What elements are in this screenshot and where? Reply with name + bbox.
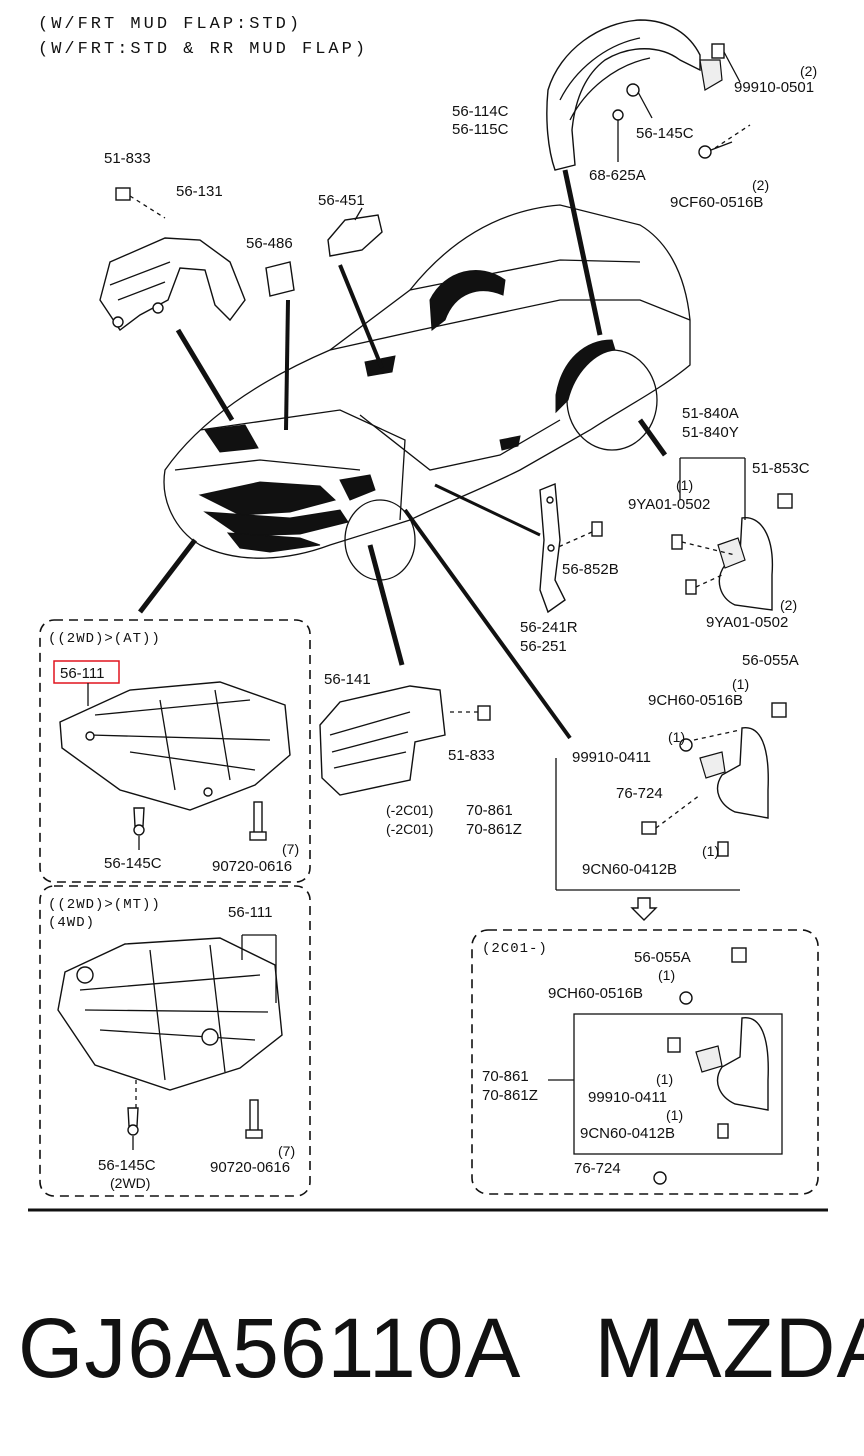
label-56-111-b: 56-111 xyxy=(228,904,272,921)
qty-99910-0501: (2) xyxy=(800,63,817,79)
label-9YA01-0502-a: 9YA01-0502 xyxy=(628,496,710,513)
qty-90720-b: (7) xyxy=(278,1143,295,1159)
box3-header: (2C01-) xyxy=(482,941,548,957)
box2-header-2: (4WD) xyxy=(48,915,95,931)
shield-56-241R xyxy=(539,483,603,614)
clip-56-145C-a xyxy=(133,807,145,850)
block-56-486 xyxy=(265,261,295,297)
down-arrow-icon xyxy=(630,897,658,921)
label-56-145C-b: 56-145C xyxy=(98,1157,156,1174)
qty-9YA01-a: (1) xyxy=(676,477,693,493)
label-51-840A: 51-840A xyxy=(682,405,739,422)
clip-68-625A xyxy=(612,109,624,162)
fender-liner-part xyxy=(546,19,723,171)
label-68-625A: 68-625A xyxy=(589,167,646,184)
qty-99910-0411-a: (1) xyxy=(668,729,685,745)
label-56-241R: 56-241R xyxy=(520,619,578,636)
inner-box-70-861 xyxy=(573,1013,783,1155)
highlight-box xyxy=(53,660,120,684)
qty-9CN60-a: (1) xyxy=(702,843,719,859)
clip-51-833-top xyxy=(115,187,166,219)
undercover-56-111-b xyxy=(57,934,283,1108)
label-56-114C: 56-114C xyxy=(452,103,509,120)
label-9CN60-0412B-b: 9CN60-0412B xyxy=(580,1125,675,1142)
label-56-055A-b: 56-055A xyxy=(634,949,691,966)
qty-9CH60-a: (1) xyxy=(732,676,749,692)
label-76-724-b: 76-724 xyxy=(574,1160,621,1177)
label-51-833-mid: 51-833 xyxy=(448,747,495,764)
label-56-131: 56-131 xyxy=(176,183,223,200)
part-labels: 56-114C 56-115C (2) 99910-0501 56-145C 6… xyxy=(48,63,817,1191)
box-2c01 xyxy=(471,929,819,1195)
box1-header: ((2WD)>(AT)) xyxy=(48,631,161,647)
label-99910-0411-a: 99910-0411 xyxy=(572,749,651,766)
label-56-145C-b-note: (2WD) xyxy=(110,1175,150,1191)
qty-9CF60: (2) xyxy=(752,177,769,193)
qty-9CN60-b: (1) xyxy=(666,1107,683,1123)
box2-header-1: ((2WD)>(MT)) xyxy=(48,897,161,913)
label-56-141: 56-141 xyxy=(324,671,371,688)
label-56-115C: 56-115C xyxy=(452,121,509,138)
label-9CH60-0516B-b: 9CH60-0516B xyxy=(548,985,643,1002)
screw-9CF60 xyxy=(698,124,751,159)
label-70-861-b: 70-861 xyxy=(482,1068,529,1085)
bolt-90720-b xyxy=(245,1099,263,1139)
label-70-861Z-prefix: (-2C01) xyxy=(386,821,433,837)
clip-56-145C-top xyxy=(626,83,653,119)
label-56-852B: 56-852B xyxy=(562,561,619,578)
label-56-251: 56-251 xyxy=(520,638,567,655)
label-9CF60-0516B: 9CF60-0516B xyxy=(670,194,763,211)
brand-name: MAZDA xyxy=(594,1301,864,1395)
label-70-861-prefix: (-2C01) xyxy=(386,802,433,818)
fastener-99910-0501 xyxy=(711,43,741,83)
mud-flap-70-861-b xyxy=(548,947,769,1185)
label-56-145C-top: 56-145C xyxy=(636,125,694,142)
clip-56-145C-b xyxy=(127,1107,139,1150)
part-number: GJ6A56110A xyxy=(18,1301,522,1395)
mud-flap-70-861 xyxy=(555,702,787,891)
qty-99910-0411-b: (1) xyxy=(656,1071,673,1087)
label-90720-0616-a: 90720-0616 xyxy=(212,858,292,875)
label-70-861Z-b: 70-861Z xyxy=(482,1087,538,1104)
label-70-861Z: 70-861Z xyxy=(466,821,522,838)
mud-flap-51-840A xyxy=(671,457,793,611)
qty-90720-a: (7) xyxy=(282,841,299,857)
label-56-486: 56-486 xyxy=(246,235,293,252)
label-51-853C: 51-853C xyxy=(752,460,810,477)
label-90720-0616-b: 90720-0616 xyxy=(210,1159,290,1176)
footer-caption: GJ6A56110A MAZDA xyxy=(18,1300,864,1397)
header-line-2: (W/FRT:STD & RR MUD FLAP) xyxy=(38,40,368,59)
label-9CN60-0412B-a: 9CN60-0412B xyxy=(582,861,677,878)
bracket-56-141 xyxy=(319,685,491,796)
qty-9CH60-b: (1) xyxy=(658,967,675,983)
label-9YA01-0502-b: 9YA01-0502 xyxy=(706,614,788,631)
undercover-56-111-a xyxy=(59,681,291,811)
leader-lines xyxy=(138,169,668,740)
header-line-1: (W/FRT MUD FLAP:STD) xyxy=(38,15,302,34)
bracket-56-131 xyxy=(99,237,246,332)
pad-56-451 xyxy=(327,207,383,257)
label-51-840Y: 51-840Y xyxy=(682,424,739,441)
label-56-111-a: 56-111 xyxy=(60,665,104,682)
bolt-90720-a xyxy=(249,801,267,841)
label-51-833-top: 51-833 xyxy=(104,150,151,167)
label-70-861: 70-861 xyxy=(466,802,513,819)
label-76-724-a: 76-724 xyxy=(616,785,663,802)
qty-9YA01-b: (2) xyxy=(780,597,797,613)
label-9CH60-0516B-a: 9CH60-0516B xyxy=(648,692,743,709)
box-2wd-at xyxy=(39,619,311,883)
label-56-451: 56-451 xyxy=(318,192,365,209)
label-99910-0501: 99910-0501 xyxy=(734,79,814,96)
box-2wd-mt-4wd xyxy=(39,885,311,1197)
label-56-055A-a: 56-055A xyxy=(742,652,799,669)
label-99910-0411-b: 99910-0411 xyxy=(588,1089,667,1106)
label-56-145C-a: 56-145C xyxy=(104,855,162,872)
car-illustration xyxy=(163,204,691,581)
